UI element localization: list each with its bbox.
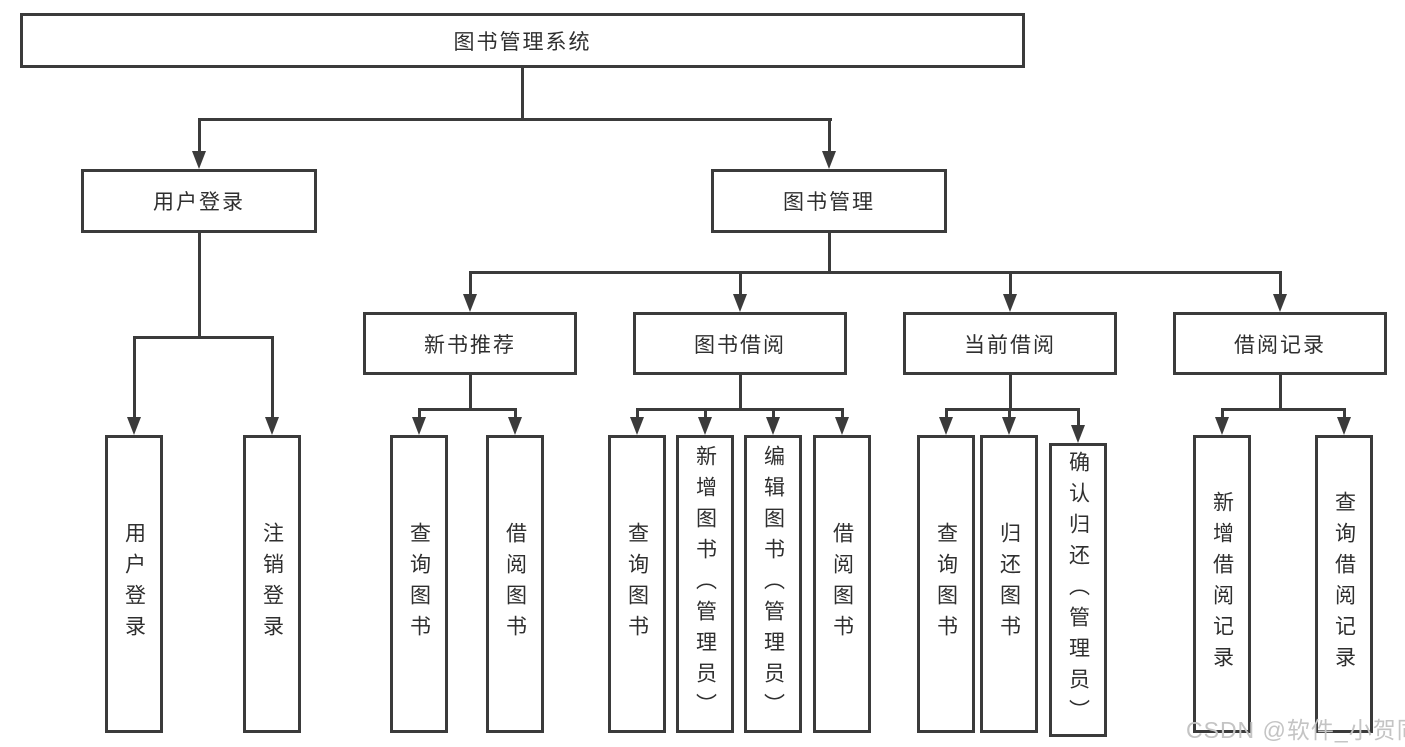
arrow-down-icon	[1071, 425, 1085, 443]
leaf-label: 借阅图书	[830, 522, 854, 646]
connector-root-to-book-management	[827, 118, 831, 152]
arrow-down-icon	[192, 151, 206, 169]
arrow-down-icon	[265, 417, 279, 435]
arrow-down-icon	[1003, 294, 1017, 312]
node-current-borrowing: 当前借阅	[903, 312, 1117, 375]
connector-to-borrowing-records	[1278, 271, 1282, 295]
arrow-down-icon	[463, 294, 477, 312]
leaf-recommend-borrow-books: 借阅图书	[486, 435, 544, 733]
connector-leaf-line	[1076, 408, 1080, 426]
connector-leaf-line	[513, 408, 517, 418]
leaf-label: 注销登录	[260, 522, 284, 646]
arrow-down-icon	[1337, 417, 1351, 435]
connector-leaf-line	[635, 408, 639, 418]
arrow-down-icon	[1002, 417, 1016, 435]
leaf-recommend-query-books: 查询图书	[390, 435, 448, 733]
leaf-records-query-record: 查询借阅记录	[1315, 435, 1373, 733]
connector-user-login-stem	[197, 231, 201, 338]
arrow-down-icon	[127, 417, 141, 435]
arrow-down-icon	[1273, 294, 1287, 312]
arrow-down-icon	[1215, 417, 1229, 435]
connector-to-leaf-user-login	[132, 336, 136, 418]
connector-leaf-line	[771, 408, 775, 418]
arrow-down-icon	[939, 417, 953, 435]
arrow-down-icon	[766, 417, 780, 435]
leaf-label: 查询图书	[625, 522, 649, 646]
connector-leaf-line	[1007, 408, 1011, 418]
node-library-management-system: 图书管理系统	[20, 13, 1025, 68]
leaf-label: 借阅图书	[503, 522, 527, 646]
connector-leaf-line	[1220, 408, 1224, 418]
connector-to-new-book-recommendation	[468, 271, 472, 295]
leaf-borrow-edit-books-admin: 编辑图书（管理员）	[744, 435, 802, 733]
node-new-book-recommendation: 新书推荐	[363, 312, 577, 375]
connector-borrowing-bar	[635, 408, 844, 411]
leaf-borrow-query-books: 查询图书	[608, 435, 666, 733]
connector-leaf-line	[840, 408, 844, 418]
connector-recommendation-bar	[417, 408, 517, 411]
leaf-user-login: 用户登录	[105, 435, 163, 733]
leaf-borrow-borrow-books: 借阅图书	[813, 435, 871, 733]
leaf-current-return-books: 归还图书	[980, 435, 1038, 733]
connector-leaf-line	[1342, 408, 1346, 418]
leaf-label: 查询图书	[934, 522, 958, 646]
connector-to-book-borrowing	[738, 271, 742, 295]
arrow-down-icon	[508, 417, 522, 435]
connector-root-stem	[520, 66, 524, 118]
connector-root-to-user-login	[197, 118, 201, 152]
leaf-records-add-record: 新增借阅记录	[1193, 435, 1251, 733]
leaf-current-confirm-return-admin: 确认归还（管理员）	[1049, 443, 1107, 737]
leaf-label: 新增图书（管理员）	[693, 444, 717, 724]
connector-to-leaf-logout	[270, 336, 274, 418]
arrow-down-icon	[835, 417, 849, 435]
leaf-label: 归还图书	[997, 522, 1021, 646]
connector-book-management-stem	[827, 231, 831, 272]
leaf-logout: 注销登录	[243, 435, 301, 733]
leaf-label: 新增借阅记录	[1210, 491, 1234, 677]
node-book-management: 图书管理	[711, 169, 947, 233]
connector-user-login-bar	[132, 336, 274, 339]
connector-recommendation-stem	[468, 373, 472, 410]
node-book-borrowing: 图书借阅	[633, 312, 847, 375]
arrow-down-icon	[630, 417, 644, 435]
leaf-label: 编辑图书（管理员）	[761, 444, 785, 724]
leaf-label: 确认归还（管理员）	[1066, 450, 1090, 730]
connector-current-bar	[944, 408, 1080, 411]
connector-borrowing-stem	[738, 373, 742, 410]
watermark-text: CSDN @软件_小贺同学	[1186, 717, 1405, 743]
connector-leaf-line	[944, 408, 948, 418]
leaf-label: 用户登录	[122, 522, 146, 646]
connector-records-bar	[1220, 408, 1346, 411]
leaf-label: 查询图书	[407, 522, 431, 646]
leaf-current-query-books: 查询图书	[917, 435, 975, 733]
leaf-borrow-add-books-admin: 新增图书（管理员）	[676, 435, 734, 733]
arrow-down-icon	[412, 417, 426, 435]
arrow-down-icon	[698, 417, 712, 435]
connector-current-stem	[1008, 373, 1012, 410]
connector-records-stem	[1278, 373, 1282, 410]
connector-leaf-line	[417, 408, 421, 418]
connector-root-bar	[197, 118, 832, 121]
node-borrowing-records: 借阅记录	[1173, 312, 1387, 375]
arrow-down-icon	[733, 294, 747, 312]
connector-leaf-line	[703, 408, 707, 418]
connector-book-management-bar	[468, 271, 1282, 274]
arrow-down-icon	[822, 151, 836, 169]
connector-to-current-borrowing	[1008, 271, 1012, 295]
node-user-login: 用户登录	[81, 169, 317, 233]
leaf-label: 查询借阅记录	[1332, 491, 1356, 677]
